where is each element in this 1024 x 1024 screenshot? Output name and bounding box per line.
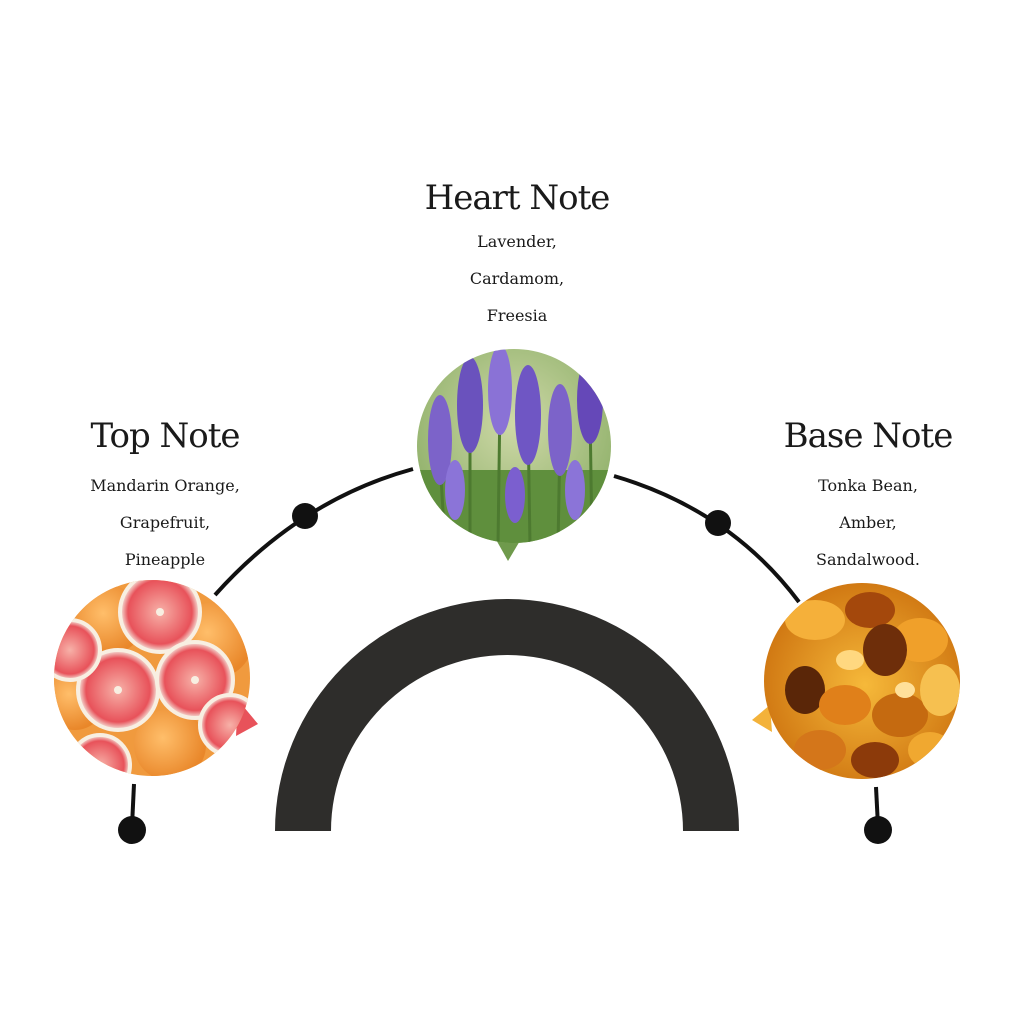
heart-note-ingredients: Lavender, Cardamom, Freesia (387, 223, 647, 334)
connector-dot-right (705, 510, 731, 536)
top-note-ingredient: Grapefruit, (119, 513, 211, 533)
heart-note-block: Heart Note Lavender, Cardamom, Freesia (387, 178, 647, 334)
central-arch (275, 599, 739, 831)
connector-dot-left (292, 503, 318, 529)
grapefruit-slices-icon (54, 580, 250, 776)
heart-note-ingredient: Lavender, (477, 232, 557, 252)
top-note-image (54, 580, 258, 776)
top-note-title: Top Note (90, 416, 240, 456)
heart-note-title: Heart Note (424, 178, 611, 218)
heart-note-image (417, 349, 611, 561)
base-note-ingredient: Tonka Bean, (818, 476, 918, 496)
amber-stones-icon (764, 583, 960, 779)
base-note-ingredient: Amber, (839, 513, 897, 533)
top-note-stem-dot (118, 816, 146, 844)
base-note-block: Base Note Tonka Bean, Amber, Sandalwood. (748, 416, 988, 578)
base-note-stem-dot (864, 816, 892, 844)
base-note-image (752, 583, 960, 779)
base-note-ingredients: Tonka Bean, Amber, Sandalwood. (748, 467, 988, 578)
heart-note-ingredient: Freesia (486, 306, 548, 326)
top-note-ingredient: Mandarin Orange, (90, 476, 240, 496)
lavender-field-icon (417, 349, 611, 543)
top-note-block: Top Note Mandarin Orange, Grapefruit, Pi… (40, 416, 290, 578)
top-note-ingredients: Mandarin Orange, Grapefruit, Pineapple (40, 467, 290, 578)
base-note-title: Base Note (783, 416, 954, 456)
base-note-ingredient: Sandalwood. (816, 550, 920, 570)
heart-note-ingredient: Cardamom, (469, 269, 565, 289)
top-note-ingredient: Pineapple (124, 550, 206, 570)
